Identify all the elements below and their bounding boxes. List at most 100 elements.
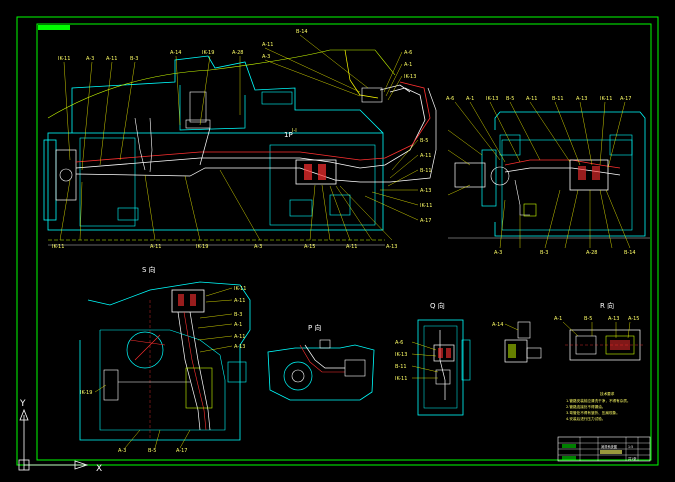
main-elevation-view[interactable]: 1P I-I xyxy=(43,49,437,246)
svg-text:A-17: A-17 xyxy=(176,448,187,454)
drawing-sheet: 共1张 xyxy=(628,456,637,461)
svg-text:A-1: A-1 xyxy=(404,62,412,68)
svg-text:A-15: A-15 xyxy=(628,316,639,322)
svg-text:A-11: A-11 xyxy=(150,244,161,250)
svg-text:IK-11: IK-11 xyxy=(234,286,246,292)
small-detail-view[interactable]: A-14 xyxy=(492,321,542,363)
s-view-labels: IK-11 A-11 B-3 A-1 A-11 A-13 IK-19 A-3 B… xyxy=(80,286,246,454)
q-view-leaders xyxy=(411,341,439,379)
section-flange xyxy=(481,149,497,207)
svg-text:A-13: A-13 xyxy=(608,316,619,322)
svg-text:A-11: A-11 xyxy=(234,298,245,304)
drawing-scale: 1:5 xyxy=(628,445,633,449)
svg-text:A-3: A-3 xyxy=(118,448,126,454)
svg-text:B-5: B-5 xyxy=(584,316,592,322)
p-view[interactable] xyxy=(267,339,375,401)
svg-text:A-1: A-1 xyxy=(554,316,562,322)
svg-text:A-13: A-13 xyxy=(576,96,587,102)
svg-text:4.安装后进行压力试验。: 4.安装后进行压力试验。 xyxy=(566,416,605,421)
svg-text:A-13: A-13 xyxy=(386,244,397,250)
svg-text:A-17: A-17 xyxy=(620,96,631,102)
q-view[interactable] xyxy=(417,319,471,416)
svg-text:A-14: A-14 xyxy=(170,50,181,56)
svg-text:IK-13: IK-13 xyxy=(395,352,407,358)
distributor-block[interactable] xyxy=(295,159,337,185)
r-view[interactable] xyxy=(565,329,645,361)
svg-text:A-13: A-13 xyxy=(420,188,431,194)
machine-head-outline xyxy=(71,55,384,134)
svg-text:A-11: A-11 xyxy=(346,244,357,250)
svg-text:IK-13: IK-13 xyxy=(486,96,498,102)
q-view-labels: A-6 IK-13 B-11 IK-11 xyxy=(395,340,407,382)
view-label-p: P 向 xyxy=(308,323,321,332)
ucs-x-label: X xyxy=(96,464,102,474)
right-view-leaders xyxy=(447,101,631,249)
svg-text:A-6: A-6 xyxy=(395,340,403,346)
svg-text:A-3: A-3 xyxy=(494,250,502,256)
view-label-q: Q 向 xyxy=(430,301,445,310)
svg-text:B-11: B-11 xyxy=(420,168,432,174)
svg-text:B-5: B-5 xyxy=(420,138,428,144)
svg-text:A-11: A-11 xyxy=(234,334,245,340)
svg-text:A-6: A-6 xyxy=(446,96,454,102)
svg-text:A-6: A-6 xyxy=(404,50,412,56)
svg-text:B-5: B-5 xyxy=(148,448,156,454)
svg-text:A-11: A-11 xyxy=(526,96,537,102)
svg-text:IK-11: IK-11 xyxy=(52,244,64,250)
outer-frame xyxy=(16,16,659,466)
svg-text:A-15: A-15 xyxy=(304,244,315,250)
r-view-labels: A-1 B-5 A-13 A-15 xyxy=(554,316,639,322)
main-view-callouts xyxy=(59,34,419,241)
svg-text:A-3: A-3 xyxy=(254,244,262,250)
svg-text:IK-13: IK-13 xyxy=(404,74,416,80)
svg-text:3.弯管处不得有皱折、压扁现象。: 3.弯管处不得有皱折、压扁现象。 xyxy=(566,410,620,415)
svg-text:A-3: A-3 xyxy=(86,56,94,62)
left-flange xyxy=(43,139,57,221)
section-mark: I-I xyxy=(292,128,297,134)
section-distributor[interactable] xyxy=(569,159,609,191)
svg-text:IK-11: IK-11 xyxy=(58,56,70,62)
svg-text:IK-11: IK-11 xyxy=(420,203,432,209)
s-view[interactable] xyxy=(79,281,251,441)
s-view-gear xyxy=(126,331,164,369)
view-label-r: R 向 xyxy=(600,301,614,310)
svg-text:IK-11: IK-11 xyxy=(600,96,612,102)
svg-text:A-1: A-1 xyxy=(234,322,242,328)
svg-text:A-13: A-13 xyxy=(234,344,245,350)
svg-text:技术要求: 技术要求 xyxy=(600,391,615,396)
right-section-view[interactable] xyxy=(448,111,650,239)
title-block[interactable]: 润滑系统图 1:5 共1张 xyxy=(557,436,651,462)
svg-text:B-11: B-11 xyxy=(395,364,407,370)
s-view-distributor[interactable] xyxy=(171,289,205,313)
top-label: 1P xyxy=(284,131,293,139)
svg-text:A-17: A-17 xyxy=(420,218,431,224)
tech-notes: 技术要求 1.管路安装前应清洗干净，不得有杂质。 2.管路连接处不得漏油。 3.… xyxy=(566,391,631,421)
drawing-name: 润滑系统图 xyxy=(601,444,617,449)
housing-contour xyxy=(47,49,396,119)
p-view-gear xyxy=(283,361,313,391)
svg-text:B-5: B-5 xyxy=(506,96,514,102)
s-view-leaders xyxy=(94,287,233,449)
svg-text:A-28: A-28 xyxy=(232,50,243,56)
svg-text:A-11: A-11 xyxy=(106,56,117,62)
svg-text:A-28: A-28 xyxy=(586,250,597,256)
view-label-s: S 向 xyxy=(142,265,156,274)
svg-text:B-3: B-3 xyxy=(130,56,138,62)
ucs-y-label: Y xyxy=(19,399,26,409)
svg-text:2.管路连接处不得漏油。: 2.管路连接处不得漏油。 xyxy=(566,404,605,409)
main-view-callout-labels: IK-11 A-3 A-11 B-3 A-14 IK-19 A-28 A-11 … xyxy=(52,29,432,250)
r-view-leaders xyxy=(562,321,631,339)
svg-text:IK-19: IK-19 xyxy=(202,50,214,56)
corner-tag xyxy=(38,25,70,30)
pipe-main-red xyxy=(75,81,431,163)
svg-text:B-14: B-14 xyxy=(296,29,308,35)
svg-text:A-11: A-11 xyxy=(262,42,273,48)
svg-text:A-3: A-3 xyxy=(262,54,270,60)
svg-text:A-1: A-1 xyxy=(466,96,474,102)
svg-text:B-3: B-3 xyxy=(540,250,548,256)
inner-frame xyxy=(36,23,652,461)
pipe-main-white xyxy=(75,87,426,169)
machine-base xyxy=(47,132,384,231)
svg-text:1.管路安装前应清洗干净，不得有杂质。: 1.管路安装前应清洗干净，不得有杂质。 xyxy=(566,398,631,403)
